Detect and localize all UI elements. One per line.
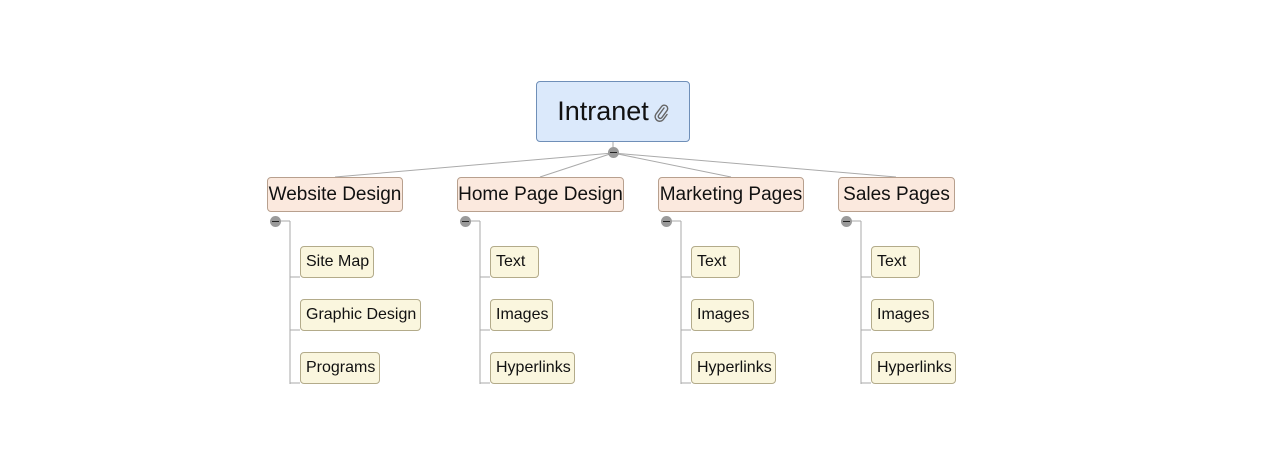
root-collapse-toggle[interactable] xyxy=(608,147,619,158)
topic-website-design[interactable]: Website Design xyxy=(267,177,403,212)
subtopic-hyperlinks[interactable]: Hyperlinks xyxy=(871,352,956,384)
subtopic-text[interactable]: Text xyxy=(691,246,740,278)
subtopic-label: Programs xyxy=(306,359,376,376)
topic-label: Marketing Pages xyxy=(659,183,803,205)
subtopic-site-map[interactable]: Site Map xyxy=(300,246,374,278)
subtopic-label: Text xyxy=(697,253,727,270)
root-topic-label: Intranet xyxy=(557,96,649,126)
subtopic-label: Hyperlinks xyxy=(496,359,571,376)
subtopic-label: Images xyxy=(697,306,750,323)
subtopic-text[interactable]: Text xyxy=(871,246,920,278)
subtopic-label: Images xyxy=(496,306,549,323)
subtopic-label: Graphic Design xyxy=(306,306,417,323)
subtopic-hyperlinks[interactable]: Hyperlinks xyxy=(691,352,776,384)
root-branch-line xyxy=(334,152,614,178)
topic-collapse-toggle[interactable] xyxy=(661,216,672,227)
root-branch-line xyxy=(612,152,732,178)
topic-collapse-toggle[interactable] xyxy=(460,216,471,227)
root-branch-line xyxy=(612,152,897,178)
subtopic-text[interactable]: Text xyxy=(490,246,539,278)
topic-label: Sales Pages xyxy=(843,183,950,205)
subtopic-label: Site Map xyxy=(306,253,370,270)
topic-home-page-design[interactable]: Home Page Design xyxy=(457,177,624,212)
root-topic[interactable]: Intranet xyxy=(536,81,690,142)
root-branch-line xyxy=(539,152,614,178)
subtopic-label: Text xyxy=(877,253,907,270)
subtopic-graphic-design[interactable]: Graphic Design xyxy=(300,299,421,331)
subtopic-hyperlinks[interactable]: Hyperlinks xyxy=(490,352,575,384)
topic-collapse-toggle[interactable] xyxy=(270,216,281,227)
topic-label: Website Design xyxy=(268,183,402,205)
subtopic-images[interactable]: Images xyxy=(871,299,934,331)
subtopic-images[interactable]: Images xyxy=(490,299,553,331)
topic-sales-pages[interactable]: Sales Pages xyxy=(838,177,955,212)
subtopic-label: Hyperlinks xyxy=(697,359,772,376)
paperclip-icon[interactable] xyxy=(653,102,669,122)
subtopic-images[interactable]: Images xyxy=(691,299,754,331)
subtopic-label: Hyperlinks xyxy=(877,359,952,376)
topic-marketing-pages[interactable]: Marketing Pages xyxy=(658,177,804,212)
topic-collapse-toggle[interactable] xyxy=(841,216,852,227)
topic-label: Home Page Design xyxy=(458,183,623,205)
subtopic-label: Images xyxy=(877,306,930,323)
subtopic-label: Text xyxy=(496,253,526,270)
subtopic-programs[interactable]: Programs xyxy=(300,352,380,384)
